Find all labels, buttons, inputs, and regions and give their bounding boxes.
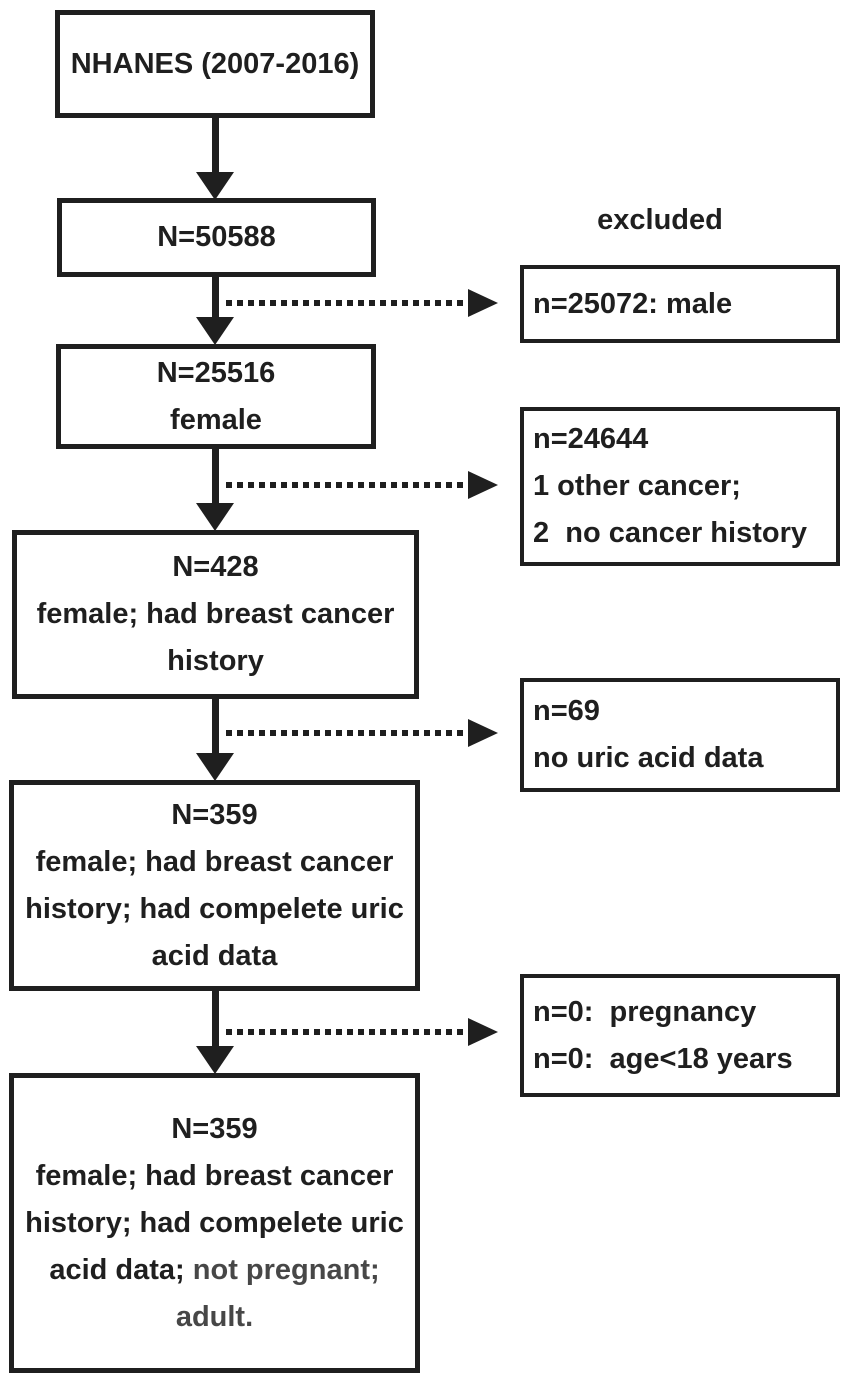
arrow-step4-to-step5 — [196, 989, 234, 1074]
dotted-line — [226, 482, 470, 488]
box-step3-breast-cancer-history: N=428 female; had breast cancer history — [12, 530, 419, 699]
excluded-header: excluded — [597, 204, 723, 236]
box-step3-label: N=428 female; had breast cancer history — [36, 551, 395, 677]
arrow-shaft — [212, 275, 219, 319]
dotted-arrow-to-excluded-cancer-history — [226, 471, 498, 499]
arrow-shaft — [212, 697, 219, 755]
arrow-right-head — [468, 719, 498, 747]
box-source-nhanes: NHANES (2007-2016) — [55, 10, 375, 118]
excluded-box-male-label: n=25072: male — [533, 287, 733, 320]
arrow-down-head — [196, 172, 234, 200]
dotted-line — [226, 730, 470, 736]
arrow-source-to-step1 — [196, 116, 234, 200]
dotted-line — [226, 300, 470, 306]
box-step1-label: N=50588 — [157, 221, 276, 253]
arrow-shaft — [212, 989, 219, 1048]
excluded-box-cancer-history-label: n=24644 1 other cancer; 2 no cancer hist… — [533, 423, 807, 549]
arrow-down-head — [196, 1046, 234, 1074]
box-step4-label: N=359 female; had breast cancer history;… — [25, 798, 404, 972]
box-step4-complete-uric-acid: N=359 female; had breast cancer history;… — [9, 780, 420, 991]
arrow-right-head — [468, 1018, 498, 1046]
arrow-shaft — [212, 116, 219, 174]
arrow-right-head — [468, 289, 498, 317]
excluded-box-no-uric-acid: n=69 no uric acid data — [520, 678, 840, 792]
arrow-down-head — [196, 503, 234, 531]
box-step2-label: N=25516 female — [156, 356, 276, 436]
box-step2-female: N=25516 female — [56, 344, 376, 449]
excluded-box-male: n=25072: male — [520, 265, 840, 343]
arrow-down-head — [196, 753, 234, 781]
box-source-label: NHANES (2007-2016) — [70, 47, 360, 80]
box-step1-total: N=50588 — [57, 198, 376, 277]
box-step5-label-dark: N=359 female; had breast cancer history;… — [25, 1112, 404, 1286]
dotted-arrow-to-excluded-no-uric-acid — [226, 719, 498, 747]
arrow-step2-to-step3 — [196, 447, 234, 531]
arrow-right-head — [468, 471, 498, 499]
dotted-arrow-to-excluded-pregnancy-age — [226, 1018, 498, 1046]
dotted-arrow-to-excluded-male — [226, 289, 498, 317]
box-step5-label: N=359 female; had breast cancer history;… — [25, 1106, 404, 1341]
arrow-shaft — [212, 447, 219, 505]
excluded-box-pregnancy-age: n=0: pregnancy n=0: age<18 years — [520, 974, 840, 1097]
excluded-box-pregnancy-age-label: n=0: pregnancy n=0: age<18 years — [533, 995, 793, 1075]
box-step5-label-gray: not pregnant; adult. — [175, 1253, 380, 1333]
arrow-step3-to-step4 — [196, 697, 234, 781]
box-step5-final-sample: N=359 female; had breast cancer history;… — [9, 1073, 420, 1373]
dotted-line — [226, 1029, 470, 1035]
arrow-step1-to-step2 — [196, 275, 234, 345]
excluded-box-cancer-history: n=24644 1 other cancer; 2 no cancer hist… — [520, 407, 840, 566]
arrow-down-head — [196, 317, 234, 345]
excluded-box-no-uric-acid-label: n=69 no uric acid data — [533, 695, 764, 774]
